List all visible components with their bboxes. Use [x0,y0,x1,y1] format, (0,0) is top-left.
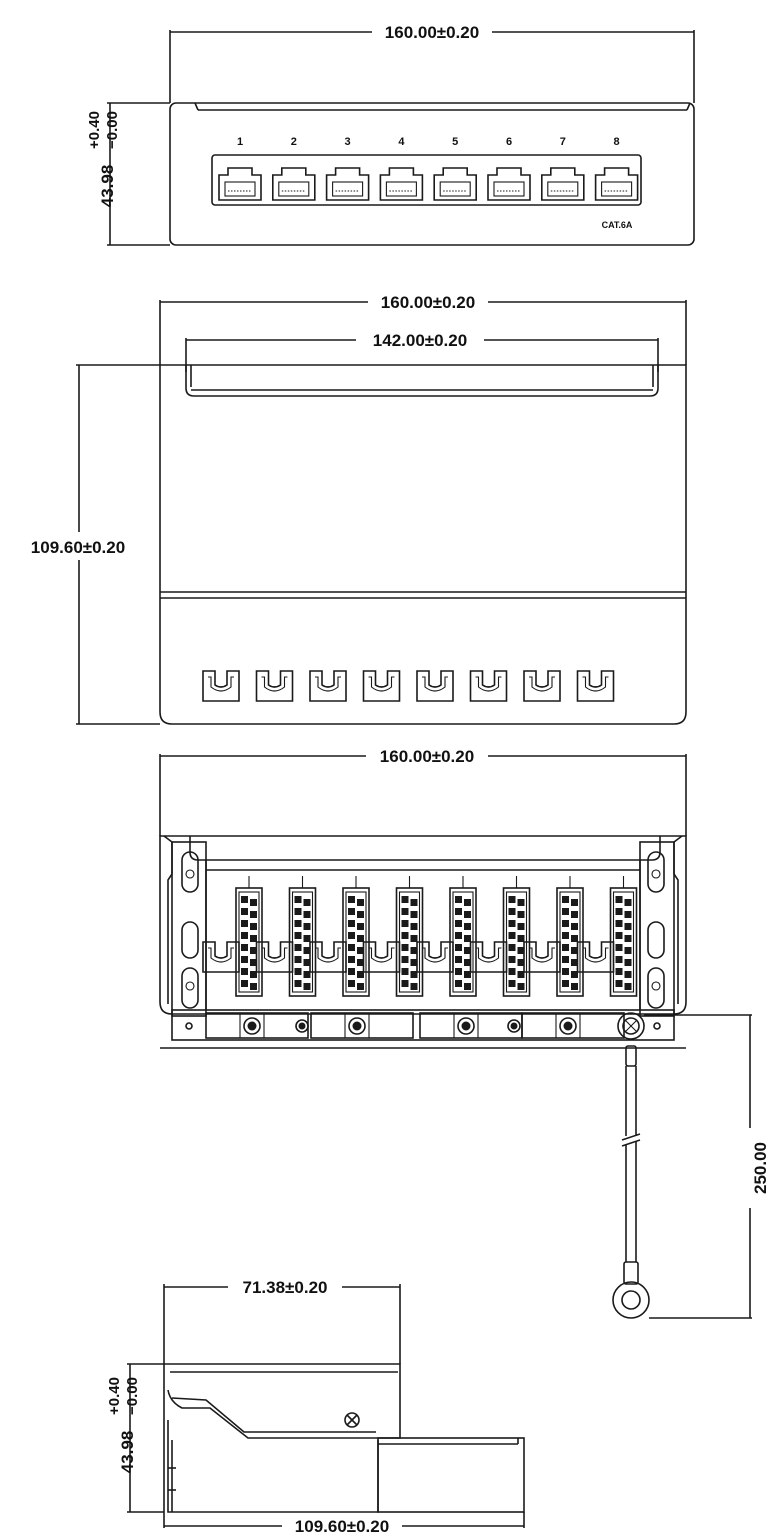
dimension-top-depth: 109.60±0.20 [31,364,160,725]
category-label: CAT.6A [602,220,633,230]
interior-lid-tab [189,836,661,861]
top-width-label: 160.00±0.20 [381,293,475,312]
rj45-port [541,167,585,201]
cable-tie-slot [255,670,294,702]
ground-bar [171,1009,675,1041]
ground-cable [612,1012,650,1319]
front-height-tol-plus: +0.40 [86,111,103,149]
top-inner-width-label: 142.00±0.20 [373,331,467,350]
cable-tie-slot [309,941,347,973]
side-cover [164,1363,401,1439]
ground-bar-screws [185,1012,661,1039]
cable-tie-slot [576,670,615,702]
front-width-label: 160.00±0.20 [385,23,479,42]
front-panel-body [169,102,695,246]
rj45-port [594,167,639,201]
side-screw-icon [344,1412,360,1428]
cable-tie-slot [362,670,401,702]
cable-tie-slot [523,670,561,702]
top-panel-body [159,364,687,725]
idc-terminal-block [556,876,584,997]
cable-tie-slot [202,941,240,973]
interior-view: 160.00±0.20 [159,747,770,1319]
cable-tie-slot [202,670,240,702]
port-number: 3 [345,136,351,148]
cable-tie-slot [255,941,294,973]
port-number: 7 [560,136,566,148]
top-lid-tab [185,365,659,397]
side-depth-label: 71.38±0.20 [243,1278,328,1297]
right-keyhole-slots [647,851,665,1009]
port-frame [211,154,642,206]
idc-terminal-block [449,876,477,997]
top-depth-label: 109.60±0.20 [31,538,125,557]
rj45-port [433,167,477,201]
cable-tie-slot [576,941,615,973]
rj45-port [325,167,370,201]
port-number: 2 [291,136,297,148]
dimension-bottom-width: 160.00±0.20 [159,747,687,836]
side-view: 71.38±0.20 43.98 +0.40 −0.00 [106,1278,525,1536]
left-keyhole-slots [181,851,199,1009]
cable-tie-slot [416,670,454,702]
top-view: 160.00±0.20 142.00±0.20 109.60±0.20 [31,293,687,725]
dimension-side-length: 109.60±0.20 [163,1512,525,1536]
idc-terminal-block [235,876,263,997]
port-number: 5 [452,136,458,148]
rj45-port-row [218,167,639,201]
cable-tie-slot-row-lower [202,941,615,973]
idc-terminal-block [502,876,531,997]
dimension-ground-cable: 250.00 [644,1014,770,1319]
front-view: 160.00±0.20 1 2 3 4 5 6 7 8 CAT.6A 43.98 +0.40 … [86,23,695,246]
idc-terminal-block [342,876,370,997]
dimension-front-width: 160.00±0.20 [169,23,695,103]
cable-tie-slot [309,670,347,702]
rj45-port [218,167,262,201]
front-height-tol-minus: −0.00 [104,111,121,149]
port-number: 6 [506,136,512,148]
dimension-front-height: 43.98 +0.40 −0.00 [86,102,170,246]
side-height-label: 43.98 [118,1431,137,1474]
side-height-tol-plus: +0.40 [106,1377,123,1415]
dimension-top-width: 160.00±0.20 [159,293,687,365]
rj45-port [272,167,316,201]
cable-tie-slot [362,941,401,973]
front-height-label: 43.98 [98,165,117,208]
dimension-side-height: 43.98 +0.40 −0.00 [106,1363,164,1513]
port-number-row: 1 2 3 4 5 6 7 8 [237,136,620,148]
cable-tie-slot [469,941,508,973]
idc-terminal-block-row [235,876,638,997]
ground-cable-length-label: 250.00 [751,1142,770,1194]
cable-tie-slot-row [202,670,615,702]
idc-terminal-block [395,876,424,997]
rj45-port [379,167,424,201]
cable-tie-slot [416,941,454,973]
rj45-port [487,167,531,201]
cable-tie-slot [469,670,508,702]
dimension-side-depth: 71.38±0.20 [163,1278,401,1364]
port-number: 4 [398,136,405,148]
dimension-top-inner-width: 142.00±0.20 [185,331,659,372]
side-length-label: 109.60±0.20 [295,1517,389,1536]
side-height-tol-minus: −0.00 [124,1377,141,1415]
port-number: 8 [614,136,620,148]
side-base-plate [377,1437,525,1513]
port-number: 1 [237,136,243,148]
cable-tie-slot [523,941,561,973]
idc-terminal-block [288,876,317,997]
bottom-width-label: 160.00±0.20 [380,747,474,766]
idc-terminal-block [609,876,638,997]
